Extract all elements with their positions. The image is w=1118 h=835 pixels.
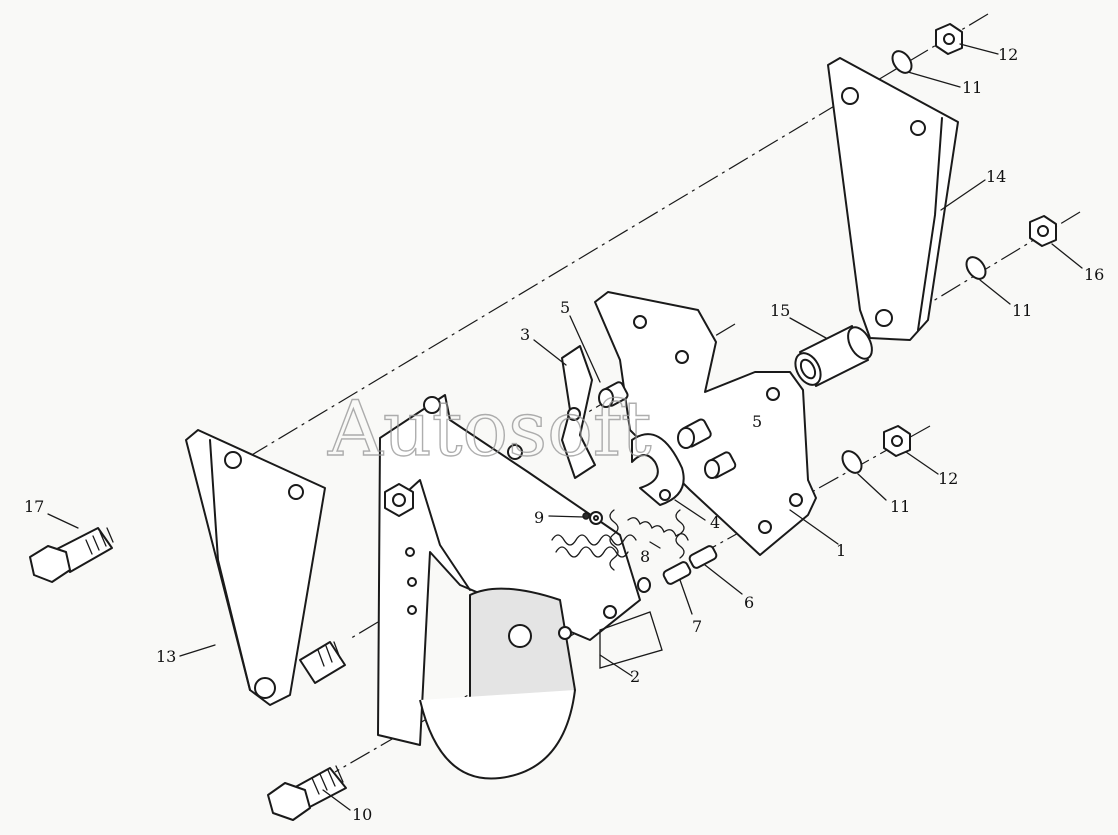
part-13-left-bracket: [185, 429, 326, 706]
callout-6: 6: [744, 593, 754, 612]
part-10-bolt: [267, 765, 347, 821]
callout-12-top: 12: [998, 45, 1018, 64]
watermark-text: Autosoft: [327, 384, 652, 473]
part-17-bolt: [29, 527, 114, 583]
part-14-right-bracket: [827, 57, 959, 341]
leader-lines: [47, 43, 1083, 811]
callout-15: 15: [770, 301, 790, 320]
callout-17: 17: [24, 497, 44, 516]
part-5-bushes: [598, 381, 737, 479]
callout-5-right: 5: [752, 412, 762, 431]
part-9-small-washer: [582, 511, 603, 525]
callout-5-upper: 5: [560, 298, 570, 317]
part-8-springs: [551, 509, 689, 571]
callout-11-right: 11: [1012, 301, 1032, 320]
callout-2: 2: [630, 667, 640, 686]
callout-9: 9: [534, 508, 544, 527]
part-3-latch-plate: [561, 345, 596, 479]
part-15-tube: [794, 325, 873, 387]
callout-4: 4: [710, 513, 720, 532]
callout-8: 8: [640, 547, 650, 566]
callout-14: 14: [986, 167, 1006, 186]
part-12-16-nuts: [883, 23, 1057, 457]
callout-11-middle: 11: [890, 497, 910, 516]
part-4-hook: [631, 433, 685, 506]
callout-7: 7: [692, 617, 702, 636]
callout-12-middle: 12: [938, 469, 958, 488]
callout-3: 3: [520, 325, 530, 344]
lower-left-bolt: [299, 641, 346, 684]
callout-1: 1: [836, 541, 846, 560]
callout-11-top: 11: [962, 78, 982, 97]
callout-10: 10: [352, 805, 372, 824]
parts-6-7-pins: [637, 545, 718, 593]
callout-13: 13: [156, 647, 176, 666]
callout-16: 16: [1084, 265, 1104, 284]
part-11-snap-rings: [841, 50, 987, 474]
callout-labels: 1 2 3 4 5 5 6 7 8 9 10 11 11 11 12 12 13…: [24, 45, 1104, 824]
